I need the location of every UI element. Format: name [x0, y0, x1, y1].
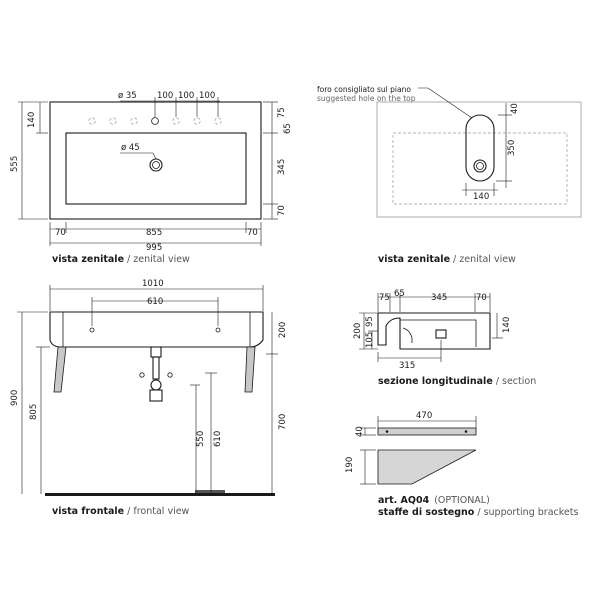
dim-width-610: 610 [147, 297, 163, 307]
drain-inner [152, 161, 160, 169]
dim-section-200: 200 [353, 323, 363, 339]
caption-front-view: vista frontale / frontal view [52, 506, 190, 517]
basin-outline-top [49, 101, 262, 220]
front-view: 1010 610 900 805 200 [10, 279, 288, 517]
slot-drain-outer [473, 159, 487, 173]
dim-height-900: 900 [10, 390, 20, 406]
tap-holes [88, 117, 222, 125]
dim-left-140: 140 [27, 112, 37, 128]
caption-top-view-alt: vista zenitale / zenital view [378, 254, 516, 265]
wall-plug-left [139, 372, 145, 378]
dim-spacing: 100 [178, 91, 194, 101]
drain-neck [150, 346, 162, 358]
caption-brackets: staffe di sostegno / supporting brackets [378, 507, 578, 518]
top-view: ø 35 100 100 100 ø 45 140 555 75 65 345 … [10, 91, 293, 265]
dim-right-70: 70 [277, 205, 287, 216]
floor-dashed-base [195, 490, 225, 493]
dim-height-700: 700 [278, 414, 288, 430]
caption-section: sezione longitudinale / section [378, 376, 536, 387]
tap-hole [214, 117, 222, 125]
dim-spacing: 100 [157, 91, 173, 101]
dim-bracket-470: 470 [416, 411, 432, 421]
dim-bracket-190: 190 [345, 457, 355, 473]
dim-hole-diameter: ø 35 [118, 91, 137, 101]
tap-hole [109, 117, 117, 125]
wall-plug-right [167, 372, 173, 378]
dim-section-140: 140 [502, 317, 512, 333]
tap-hole [151, 117, 159, 125]
trap-bulb [150, 379, 162, 391]
longitudinal-section: 75 65 345 70 200 105 95 140 315 sezione … [353, 289, 536, 387]
dim-350: 350 [507, 140, 517, 156]
dim-bottom-70a: 70 [55, 228, 66, 238]
drain-pipe [152, 356, 160, 380]
section-drain [435, 329, 447, 339]
dim-drain-diameter: ø 45 [121, 143, 140, 153]
floor-line [45, 493, 275, 496]
suggested-hole-slot [465, 114, 495, 182]
dim-40: 40 [510, 103, 520, 114]
dim-right-65: 65 [283, 123, 293, 134]
dim-height-610: 610 [213, 431, 223, 447]
tap-hole [193, 117, 201, 125]
tap-hole [130, 117, 138, 125]
drain-outer [149, 158, 163, 172]
dim-section-105: 105 [365, 332, 375, 348]
slot-drain-inner [476, 162, 484, 170]
dim-right-75: 75 [277, 107, 287, 118]
bracket-article-label: art. AQ04(OPTIONAL) [378, 495, 490, 506]
tap-hole [88, 117, 96, 125]
bowl-outline-dashed [392, 132, 568, 205]
dim-bottom-70b: 70 [247, 228, 258, 238]
dim-height-200: 200 [278, 322, 288, 338]
dim-section-345: 345 [431, 293, 447, 303]
dim-140: 140 [473, 192, 489, 202]
dim-height-805: 805 [29, 404, 39, 420]
dim-width-1010: 1010 [142, 279, 164, 289]
bowl-outline-top [65, 132, 247, 205]
trap-outlet [149, 389, 163, 402]
dim-right-345: 345 [277, 159, 287, 175]
caption-top-view: vista zenitale / zenital view [52, 254, 190, 265]
dim-bracket-40: 40 [355, 426, 365, 437]
dim-bottom-995: 995 [146, 243, 162, 253]
dim-section-315: 315 [399, 361, 415, 371]
supporting-brackets: 470 40 190 art. AQ04(OPTIONAL) staffe di… [345, 411, 578, 518]
dim-height-550: 550 [196, 431, 206, 447]
dim-bottom-855: 855 [146, 228, 162, 238]
note-suggested-hole-it: foro consigliato sul piano [317, 85, 411, 94]
dim-left-555: 555 [10, 156, 20, 172]
dim-spacing: 100 [199, 91, 215, 101]
dim-section-95: 95 [365, 316, 375, 327]
bracket-leg-right [244, 346, 256, 393]
section-overflow [402, 327, 413, 343]
bracket-top-plate [377, 427, 477, 436]
bracket-side-profile [377, 449, 477, 485]
section-body [377, 312, 491, 350]
dim-section-75: 75 [379, 293, 390, 303]
bracket-leg-left [53, 346, 67, 393]
dim-section-65: 65 [394, 289, 405, 299]
basin-body-front [49, 311, 264, 348]
overflow-hole-right [215, 327, 221, 333]
note-suggested-hole-en: suggested hole on the top [317, 94, 416, 103]
basin-outline-grey [376, 101, 582, 218]
overflow-hole-left [89, 327, 95, 333]
top-view-suggested-hole: foro consigliato sul piano suggested hol… [317, 85, 582, 265]
tap-hole [172, 117, 180, 125]
section-bowl-wall [400, 319, 477, 347]
dim-section-70: 70 [476, 293, 487, 303]
